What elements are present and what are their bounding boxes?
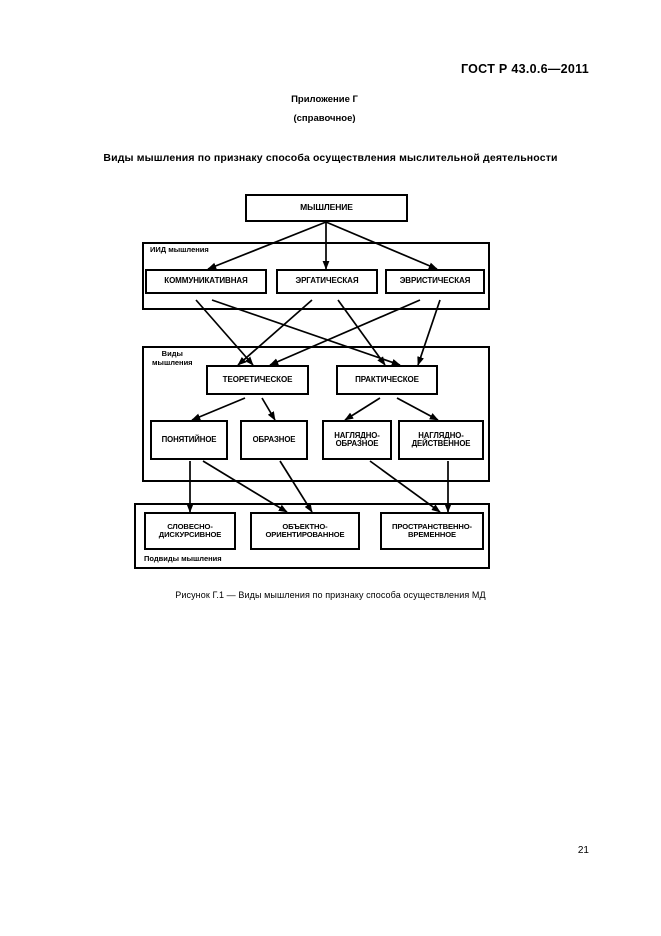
standard-header: ГОСТ Р 43.0.6—2011 [460, 62, 589, 76]
group-frame-iid [142, 242, 490, 310]
annex-heading: Приложение Г (справочное) [0, 94, 661, 124]
node-label: НАГЛЯДНО- ДЕЙСТВЕННОЕ [411, 430, 471, 448]
node-label: НАГЛЯДНО- ОБРАЗНОЕ [334, 430, 380, 448]
node-label: МЫШЛЕНИЕ [300, 202, 353, 213]
group-label-iid: ИИД мышления [150, 245, 209, 255]
node-slovesno-diskursivnoe[interactable]: СЛОВЕСНО- ДИСКУРСИВНОЕ [144, 512, 236, 550]
page-number: 21 [577, 845, 589, 856]
group-label-vidy: Виды мышления [152, 349, 193, 368]
node-label: СЛОВЕСНО- ДИСКУРСИВНОЕ [158, 521, 222, 539]
node-label: ОБРАЗНОЕ [252, 434, 296, 444]
node-label: КОММУНИКАТИВНАЯ [164, 276, 248, 286]
node-prostranstvenno-vremennoe[interactable]: ПРОСТРАНСТВЕННО- ВРЕМЕННОЕ [380, 512, 484, 550]
node-label: ПОНЯТИЙНОЕ [161, 434, 217, 444]
node-prakticheskoe[interactable]: ПРАКТИЧЕСКОЕ [336, 365, 438, 395]
node-label: ЭВРИСТИЧЕСКАЯ [399, 276, 471, 286]
node-naglyadno-obraznoe[interactable]: НАГЛЯДНО- ОБРАЗНОЕ [322, 420, 392, 460]
node-ergaticheskaya[interactable]: ЭРГАТИЧЕСКАЯ [276, 269, 378, 294]
annex-title: Приложение Г [291, 94, 358, 105]
node-obraznoe[interactable]: ОБРАЗНОЕ [240, 420, 308, 460]
node-evristicheskaya[interactable]: ЭВРИСТИЧЕСКАЯ [385, 269, 485, 294]
annex-subtitle: (справочное) [293, 113, 356, 124]
figure-caption: Рисунок Г.1 — Виды мышления по признаку … [175, 590, 486, 600]
node-label: ЭРГАТИЧЕСКАЯ [295, 276, 359, 286]
node-teoreticheskoe[interactable]: ТЕОРЕТИЧЕСКОЕ [206, 365, 309, 395]
node-myshlenie[interactable]: МЫШЛЕНИЕ [245, 194, 408, 222]
node-label: ПРОСТРАНСТВЕННО- ВРЕМЕННОЕ [392, 521, 472, 539]
group-frame-vidy [142, 346, 490, 482]
node-label: ОБЪЕКТНО- ОРИЕНТИРОВАННОЕ [265, 521, 345, 539]
thinking-types-diagram: ИИД мышления Виды мышления Подвиды мышле… [0, 180, 661, 580]
node-obyektno-orientirovannoe[interactable]: ОБЪЕКТНО- ОРИЕНТИРОВАННОЕ [250, 512, 360, 550]
node-label: ТЕОРЕТИЧЕСКОЕ [222, 374, 293, 384]
node-label: ПРАКТИЧЕСКОЕ [355, 374, 419, 384]
node-naglyadno-deystvennoe[interactable]: НАГЛЯДНО- ДЕЙСТВЕННОЕ [398, 420, 484, 460]
group-label-podvidy: Подвиды мышления [144, 554, 222, 564]
figure-heading: Виды мышления по признаку способа осущес… [103, 152, 558, 164]
node-ponyatiynoe[interactable]: ПОНЯТИЙНОЕ [150, 420, 228, 460]
node-kommunikativnaya[interactable]: КОММУНИКАТИВНАЯ [145, 269, 267, 294]
